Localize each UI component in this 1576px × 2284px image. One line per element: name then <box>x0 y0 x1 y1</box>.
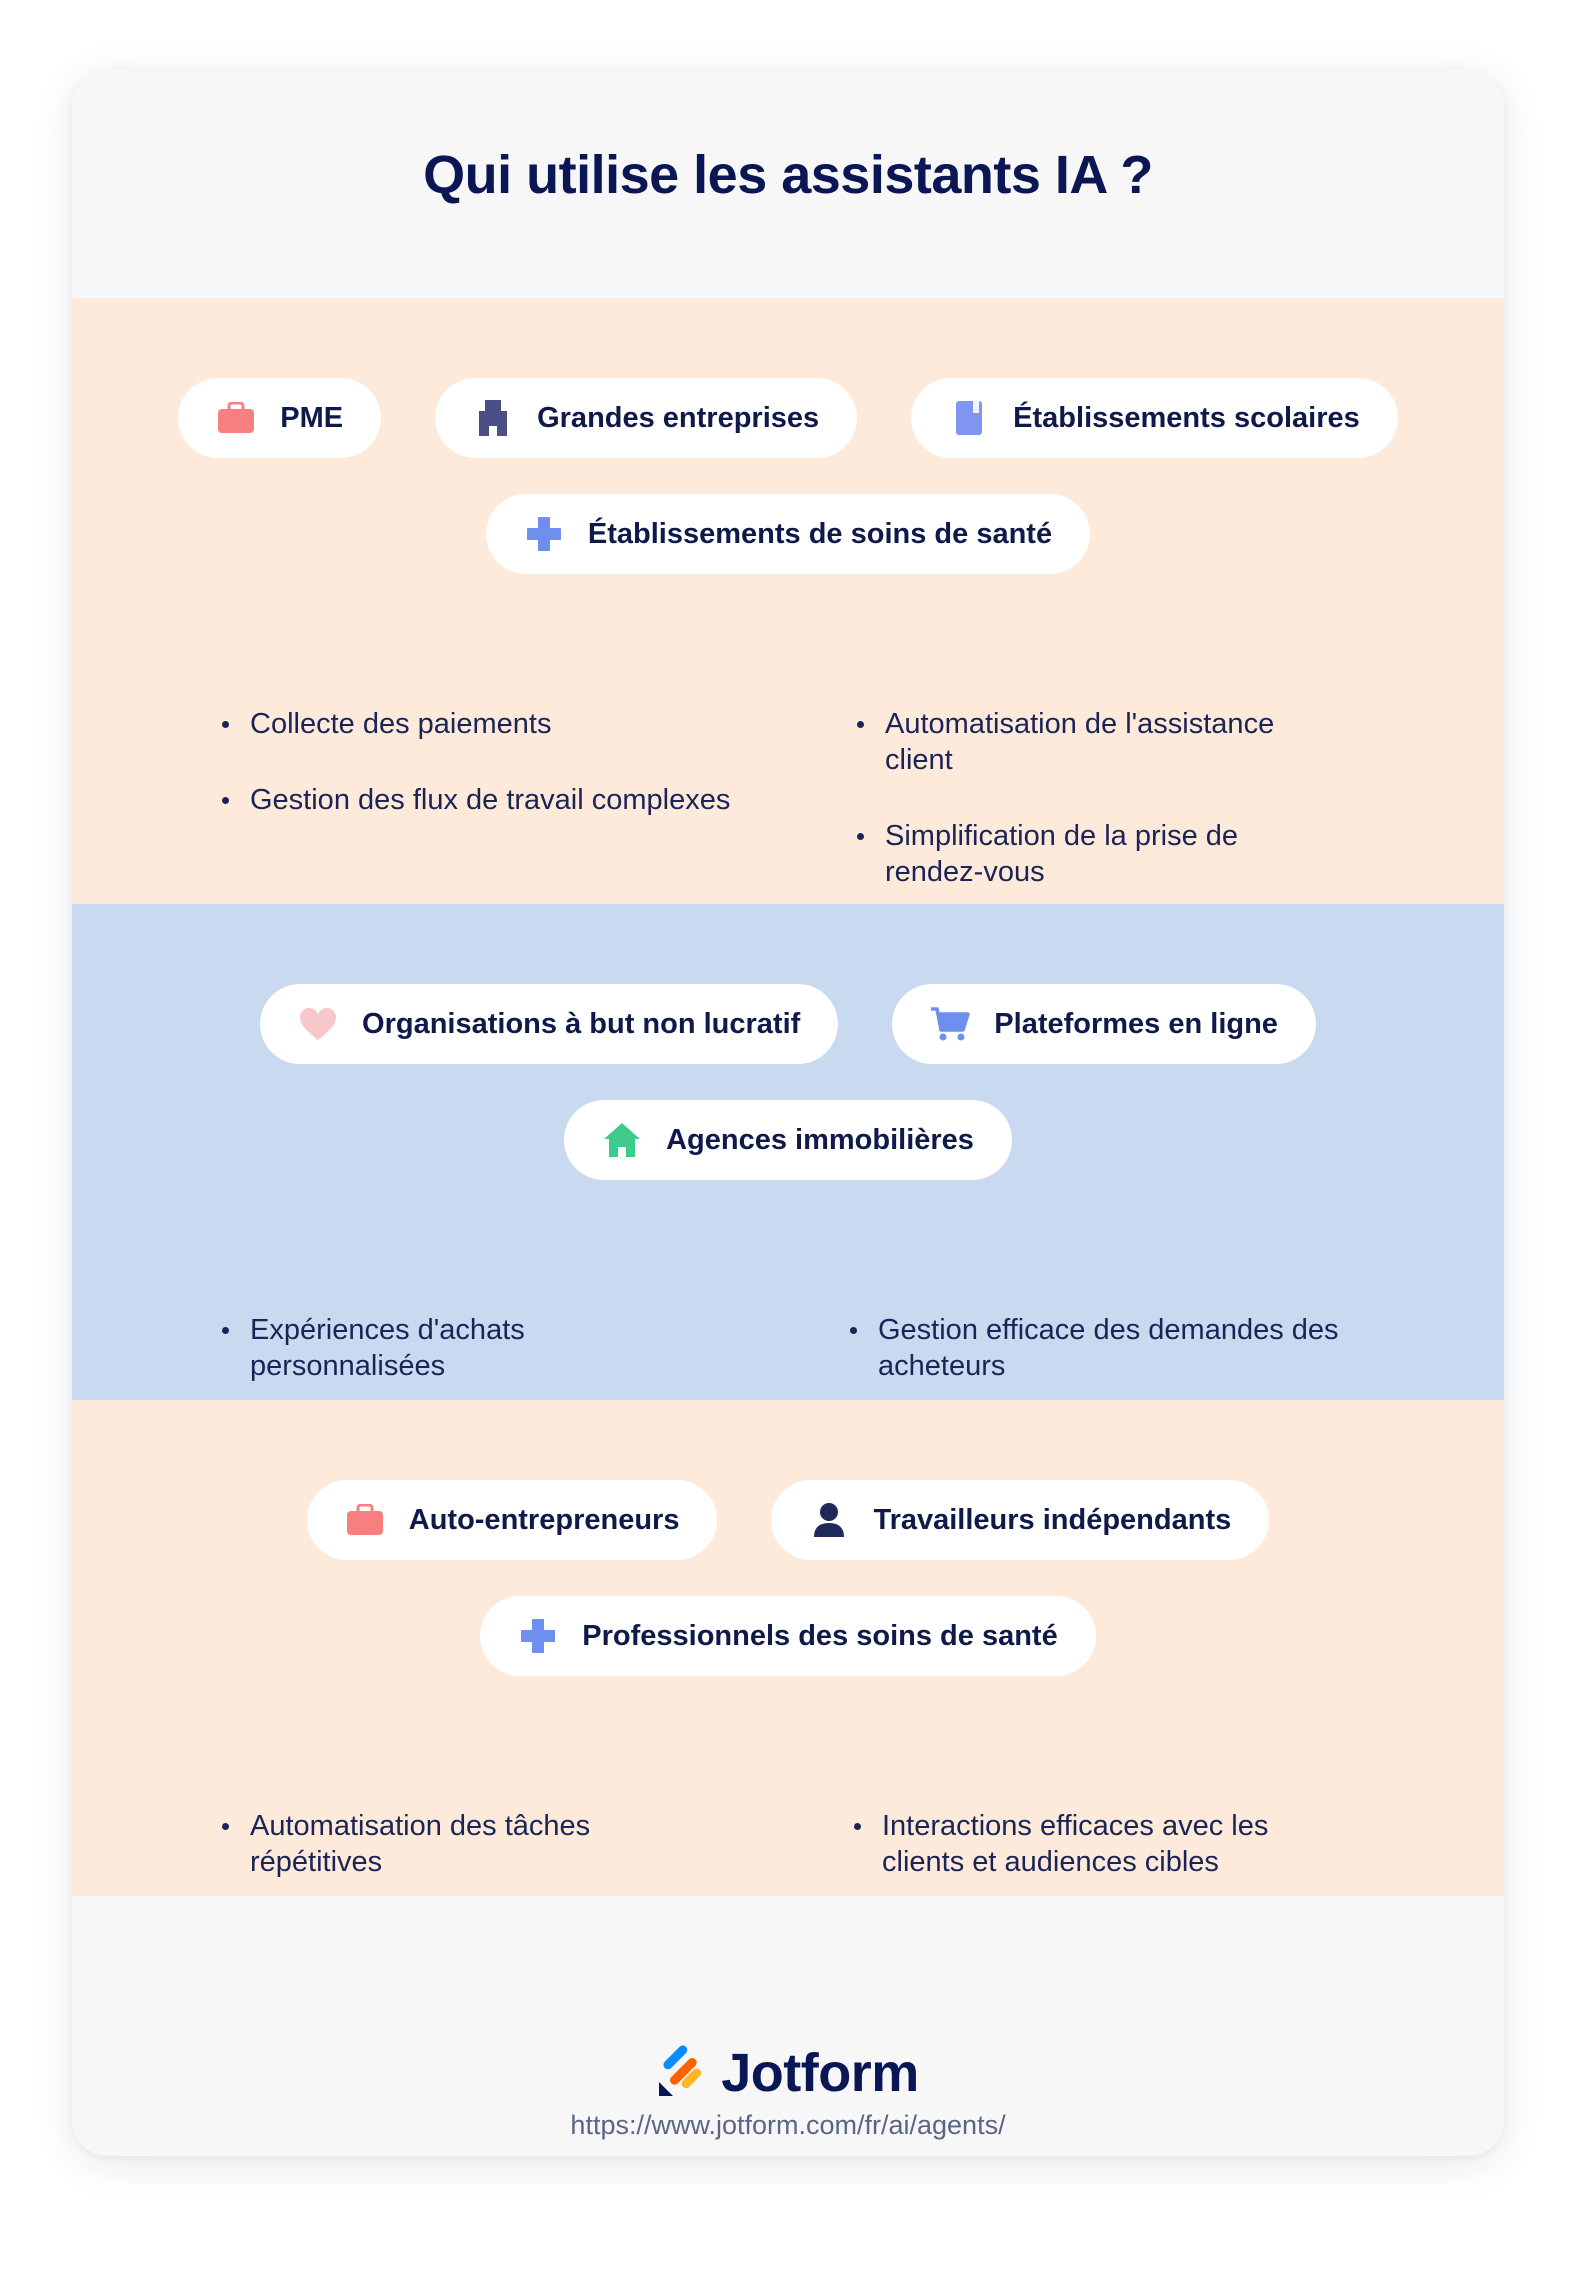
pill-freelancers: Travailleurs indépendants <box>771 1480 1270 1560</box>
pill-healthcare-professionals: Professionnels des soins de santé <box>480 1596 1096 1676</box>
pill-label: Professionnels des soins de santé <box>582 1619 1058 1652</box>
pill-nonprofits: Organisations à but non lucratif <box>260 984 839 1064</box>
list-item: Simplification de la prise de rendez-vou… <box>857 818 1337 890</box>
brand-name: Jotform <box>721 2043 919 2103</box>
pill-label: Organisations à but non lucratif <box>362 1007 801 1040</box>
pill-large-companies: Grandes entreprises <box>435 378 858 458</box>
list-item: Interactions efficaces avec les clients … <box>854 1808 1324 1880</box>
pill-real-estate: Agences immobilières <box>564 1100 1012 1180</box>
list-item: Expériences d'achats personnalisées <box>222 1312 642 1384</box>
pill-row: Établissements de soins de santé <box>72 494 1504 574</box>
shopping-cart-icon <box>930 1004 971 1044</box>
person-icon <box>809 1500 849 1540</box>
pill-label: Travailleurs indépendants <box>873 1503 1232 1536</box>
briefcase-icon <box>216 398 256 438</box>
briefcase-icon <box>345 1500 385 1540</box>
list-item: Collecte des paiements <box>222 706 822 742</box>
benefit-list-left: Collecte des paiements Gestion des flux … <box>222 706 822 858</box>
pill-pme: PME <box>178 378 382 458</box>
pill-label: Agences immobilières <box>666 1123 974 1156</box>
pill-online-platforms: Plateformes en ligne <box>892 984 1316 1064</box>
benefit-list-right: Interactions efficaces avec les clients … <box>854 1808 1324 1920</box>
footer-url[interactable]: https://www.jotform.com/fr/ai/agents/ <box>570 2110 1006 2140</box>
benefit-list-right: Automatisation de l'assistance client Si… <box>857 706 1337 930</box>
jotform-logo-icon <box>657 2044 707 2103</box>
building-icon <box>473 398 513 438</box>
section-businesses: PME Grandes entreprises Établissements s… <box>72 298 1504 904</box>
heart-icon <box>298 1004 338 1044</box>
list-item: Gestion des flux de travail complexes <box>222 782 822 818</box>
jotform-logo[interactable]: Jotform <box>72 2042 1504 2104</box>
pill-row: PME Grandes entreprises Établissements s… <box>72 378 1504 458</box>
list-item: Gestion efficace des demandes des achete… <box>850 1312 1390 1384</box>
pill-label: Établissements scolaires <box>1013 401 1360 434</box>
list-item: Automatisation de l'assistance client <box>857 706 1337 778</box>
pill-label: Grandes entreprises <box>537 401 820 434</box>
pill-label: Établissements de soins de santé <box>587 517 1053 550</box>
medical-cross-icon <box>524 514 564 554</box>
footer: Jotform https://www.jotform.com/fr/ai/ag… <box>72 1896 1504 2156</box>
pill-row: Organisations à but non lucratif Platefo… <box>72 984 1504 1064</box>
benefit-list-left: Expériences d'achats personnalisées <box>222 1312 642 1424</box>
pill-label: PME <box>280 401 344 434</box>
section-organizations: Organisations à but non lucratif Platefo… <box>72 904 1504 1400</box>
pill-row: Professionnels des soins de santé <box>72 1596 1504 1676</box>
infographic-card: Qui utilise les assistants IA ? PME Gran… <box>72 70 1504 2156</box>
house-icon <box>602 1120 642 1160</box>
pill-label: Plateformes en ligne <box>994 1007 1278 1040</box>
benefit-list-left: Automatisation des tâches répétitives <box>222 1808 642 1920</box>
pill-label: Auto-entrepreneurs <box>408 1503 680 1536</box>
book-icon <box>949 398 989 438</box>
section-individuals: Auto-entrepreneurs Travailleurs indépend… <box>72 1400 1504 1896</box>
page-title: Qui utilise les assistants IA ? <box>423 145 1153 205</box>
list-item: Automatisation des tâches répétitives <box>222 1808 642 1880</box>
pill-healthcare-facilities: Établissements de soins de santé <box>485 494 1091 574</box>
medical-cross-icon <box>518 1616 558 1656</box>
pill-row: Agences immobilières <box>72 1100 1504 1180</box>
pill-self-employed: Auto-entrepreneurs <box>306 1480 718 1560</box>
pill-schools: Établissements scolaires <box>911 378 1398 458</box>
pill-row: Auto-entrepreneurs Travailleurs indépend… <box>72 1480 1504 1560</box>
benefit-list-right: Gestion efficace des demandes des achete… <box>850 1312 1390 1424</box>
